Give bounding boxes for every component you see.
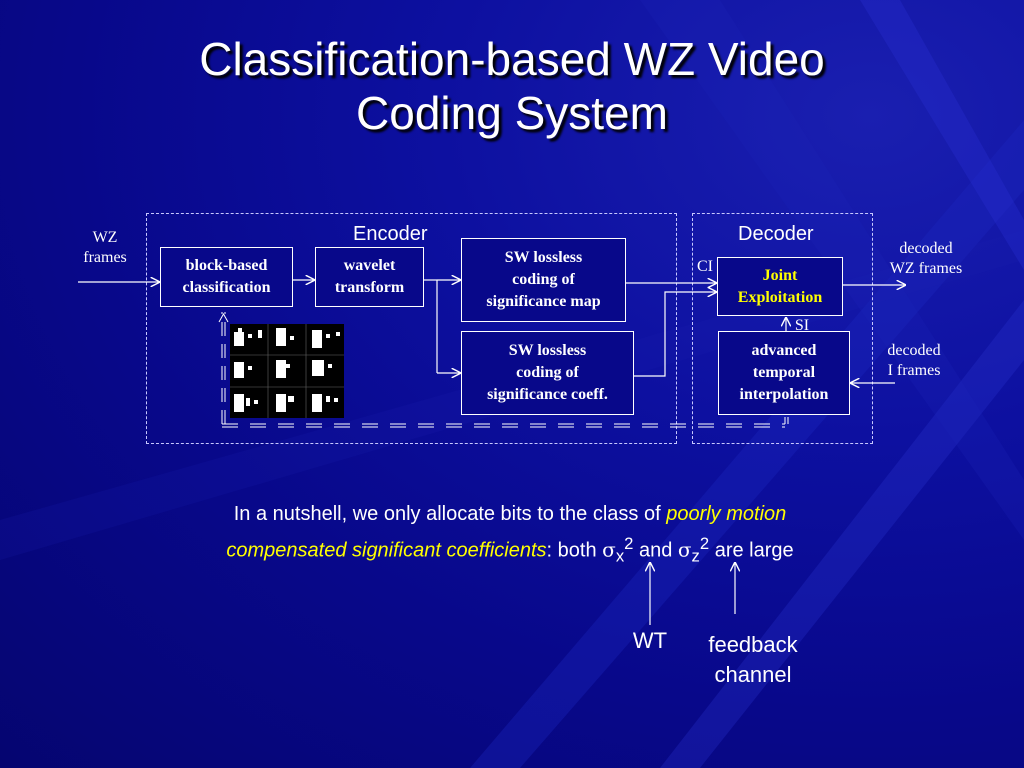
title-line-2: Coding System	[356, 87, 668, 139]
sigma-z-subscript: z	[691, 546, 700, 566]
sw-significance-map-block: SW lossless coding of significance map	[461, 238, 626, 322]
sw-significance-coeff-block: SW lossless coding of significance coeff…	[461, 331, 634, 415]
wavelet-transform-block: wavelet transform	[315, 247, 424, 307]
sigma-x-symbol: σ	[602, 537, 616, 562]
note-text-2: : both	[546, 539, 603, 562]
sigma-z-symbol: σ	[677, 537, 692, 562]
sigma-x-superscript: 2	[624, 534, 634, 553]
sigma-x-subscript: x	[615, 546, 625, 566]
note-text-3: and	[633, 539, 678, 562]
ci-label: CI	[697, 258, 713, 275]
encoder-label: Encoder	[353, 223, 428, 245]
wt-annotation: WT	[632, 628, 668, 653]
block-based-classification-block: block-based classification	[160, 247, 293, 307]
note-text-4: are large	[709, 539, 794, 562]
feedback-channel-annotation: feedback channel	[708, 632, 798, 687]
joint-exploitation-block: Joint Exploitation	[717, 257, 843, 316]
decoded-wz-frames-label: decoded WZ frames	[889, 240, 963, 277]
note-highlight-1: poorly motion	[666, 503, 787, 525]
significance-map-image	[230, 324, 344, 418]
note-highlight-2: compensated significant coefficients	[226, 539, 547, 562]
title-line-1: Classification-based WZ Video	[199, 33, 825, 85]
note-text-1: In a nutshell, we only allocate bits to …	[233, 503, 667, 525]
page-title: Classification-based WZ Video Coding Sys…	[0, 32, 1024, 140]
si-label: SI	[794, 317, 810, 334]
decoded-i-frames-label: decoded I frames	[887, 342, 941, 379]
wz-frames-input-label: WZ frames	[83, 229, 127, 266]
advanced-temporal-interpolation-block: advanced temporal interpolation	[718, 331, 850, 415]
decoder-label: Decoder	[738, 223, 814, 245]
summary-note: In a nutshell, we only allocate bits to …	[130, 499, 890, 572]
sigma-z-superscript: 2	[699, 534, 710, 553]
